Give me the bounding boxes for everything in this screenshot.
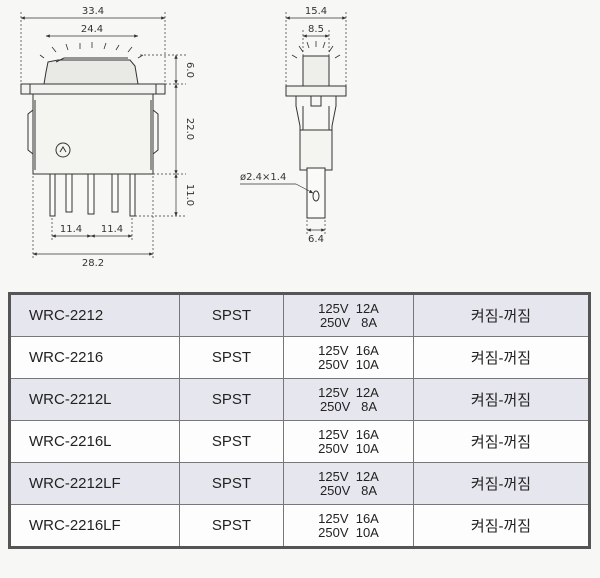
model-cell: WRC-2212LF xyxy=(9,462,180,505)
rating-line-1: 125V 12A xyxy=(318,468,379,484)
rating-line-1: 125V 12A xyxy=(318,300,379,316)
front-dimension-lines xyxy=(20,12,186,260)
dim-actuator-height: 6.0 xyxy=(184,62,195,78)
rating-cell: 125V 12A 250V 8A xyxy=(283,378,414,421)
function-cell: 켜짐-꺼짐 xyxy=(413,420,590,463)
side-view xyxy=(285,41,347,219)
poles-cell: SPST xyxy=(179,336,284,379)
dim-pitch-right: 11.4 xyxy=(101,224,123,235)
rating-line-2: 250V 10A xyxy=(318,440,379,456)
model-cell: WRC-2216L xyxy=(9,420,180,463)
rating-cell: 125V 12A 250V 8A xyxy=(283,293,414,337)
dim-overall-width: 33.4 xyxy=(82,6,104,17)
model-cell: WRC-2216LF xyxy=(9,504,180,548)
rating-line-1: 125V 16A xyxy=(318,510,379,526)
function-cell: 켜짐-꺼짐 xyxy=(413,293,590,337)
dim-terminal-length: 11.0 xyxy=(184,184,195,206)
rating-cell: 125V 12A 250V 8A xyxy=(283,462,414,505)
poles-cell: SPST xyxy=(179,293,284,337)
rating-line-1: 125V 16A xyxy=(318,342,379,358)
poles-cell: SPST xyxy=(179,378,284,421)
table-row: WRC-2212 SPST 125V 12A 250V 8A 켜짐-꺼짐 xyxy=(9,293,590,337)
rating-cell: 125V 16A 250V 10A xyxy=(283,420,414,463)
spec-table: WRC-2212 SPST 125V 12A 250V 8A 켜짐-꺼짐 WRC… xyxy=(8,292,591,549)
rating-line-2: 250V 8A xyxy=(319,398,378,414)
table-row: WRC-2212LF SPST 125V 12A 250V 8A 켜짐-꺼짐 xyxy=(9,462,590,505)
function-cell: 켜짐-꺼짐 xyxy=(413,378,590,421)
dim-actuator-width: 24.4 xyxy=(81,24,103,35)
dim-body-width: 28.2 xyxy=(82,258,104,269)
rating-line-2: 250V 10A xyxy=(318,356,379,372)
rating-line-2: 250V 8A xyxy=(319,314,378,330)
table-row: WRC-2216L SPST 125V 16A 250V 10A 켜짐-꺼짐 xyxy=(9,420,590,463)
table-row: WRC-2212L SPST 125V 12A 250V 8A 켜짐-꺼짐 xyxy=(9,378,590,421)
model-cell: WRC-2216 xyxy=(9,336,180,379)
dim-body-height: 22.0 xyxy=(184,118,195,140)
table-row: WRC-2216LF SPST 125V 16A 250V 10A 켜짐-꺼짐 xyxy=(9,504,590,548)
model-cell: WRC-2212 xyxy=(9,293,180,337)
dim-hole-spec: ø2.4×1.4 xyxy=(240,172,286,183)
table-row: WRC-2216 SPST 125V 16A 250V 10A 켜짐-꺼짐 xyxy=(9,336,590,379)
dimension-drawing-svg: 33.4 24.4 6.0 22.0 11.0 11.4 11.4 28.2 xyxy=(20,6,347,269)
rating-cell: 125V 16A 250V 10A xyxy=(283,336,414,379)
poles-cell: SPST xyxy=(179,420,284,463)
rating-line-1: 125V 12A xyxy=(318,384,379,400)
function-cell: 켜짐-꺼짐 xyxy=(413,462,590,505)
poles-cell: SPST xyxy=(179,504,284,548)
front-view xyxy=(20,42,166,217)
function-cell: 켜짐-꺼짐 xyxy=(413,336,590,379)
poles-cell: SPST xyxy=(179,462,284,505)
dim-side-terminal-width: 6.4 xyxy=(308,234,324,245)
rating-cell: 125V 16A 250V 10A xyxy=(283,504,414,548)
rating-line-2: 250V 8A xyxy=(319,482,378,498)
dim-pitch-left: 11.4 xyxy=(60,224,82,235)
model-cell: WRC-2212L xyxy=(9,378,180,421)
technical-drawing: 33.4 24.4 6.0 22.0 11.0 11.4 11.4 28.2 xyxy=(0,0,600,280)
dim-side-actuator-width: 8.5 xyxy=(308,24,324,35)
side-dimension-lines xyxy=(240,12,347,236)
function-cell: 켜짐-꺼짐 xyxy=(413,504,590,548)
rating-line-2: 250V 10A xyxy=(318,524,379,540)
dim-side-overall-width: 15.4 xyxy=(305,6,327,17)
rating-line-1: 125V 16A xyxy=(318,426,379,442)
